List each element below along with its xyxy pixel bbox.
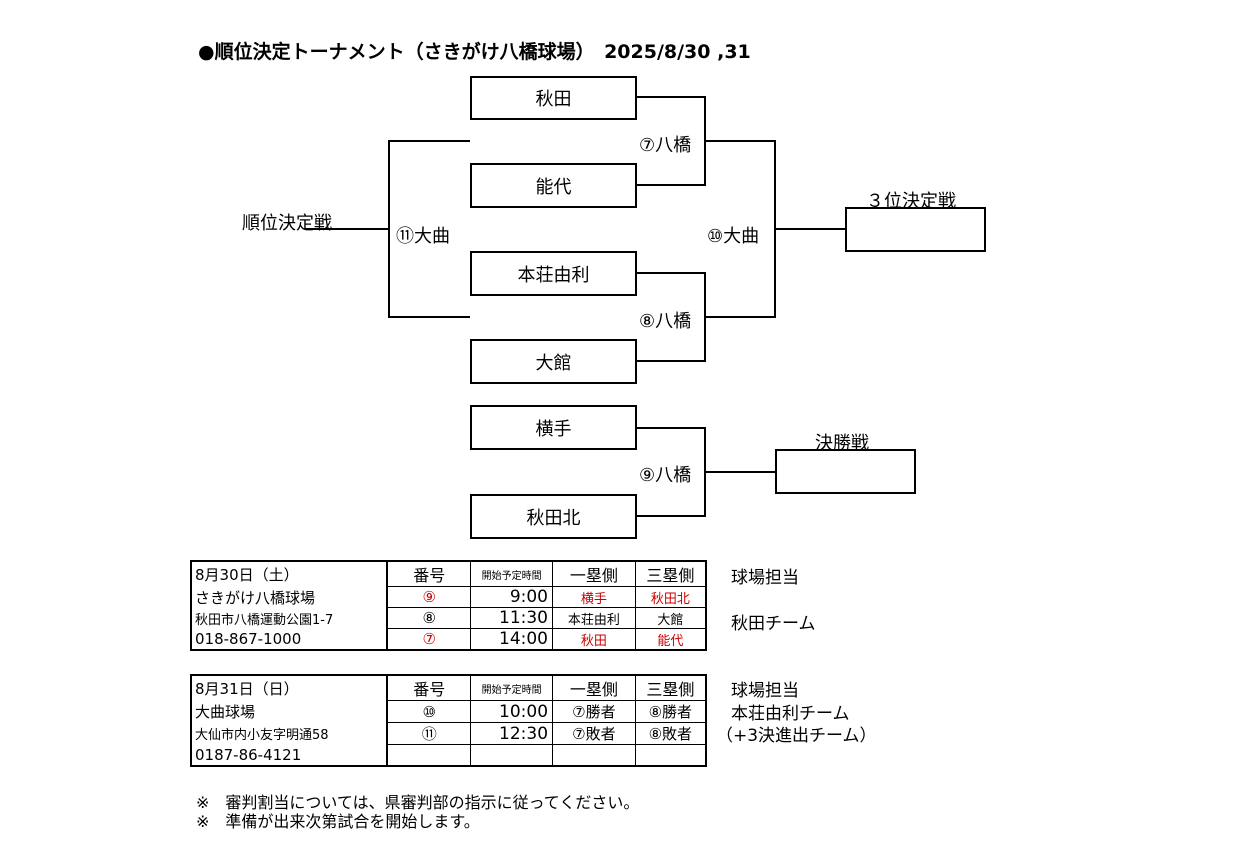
empty-cell: [386, 744, 472, 766]
final-label: 決勝戦: [815, 433, 869, 454]
page-title: ●順位決定トーナメント（さきがけ八橋球場） 2025/8/30 ,31: [198, 41, 751, 63]
game-number: ⑩: [386, 700, 472, 723]
third-base-team: ⑧勝者: [634, 700, 707, 723]
team-box: 大館: [470, 339, 637, 384]
stadium-address: 大仙市内小友字明通58: [191, 722, 389, 745]
schedule-date: 8月31日（日）: [191, 675, 389, 701]
game-number: ⑧: [386, 607, 472, 629]
game-9-label: ⑨八橋: [639, 465, 692, 486]
schedule-table-day2: 8月31日（日） 番号 開始予定時間 一塁側 三塁側 大曲球場 ⑩ 10:00 …: [190, 674, 707, 767]
ranking-playoff-label: 順位決定戦: [242, 213, 332, 234]
header-third-base: 三塁側: [634, 674, 707, 701]
stadium-name: さきがけ八橋球場: [191, 586, 389, 608]
header-first-base: 一塁側: [552, 560, 636, 587]
third-place-label: ３位決定戦: [866, 191, 956, 212]
game-time: 9:00: [470, 586, 553, 608]
venue-duty-team: 秋田チーム: [731, 614, 816, 634]
team-box: 秋田北: [470, 494, 637, 539]
empty-cell: [552, 744, 636, 766]
first-base-team: 秋田: [552, 628, 636, 651]
third-base-team: 秋田北: [634, 586, 707, 608]
team-box: 秋田: [470, 76, 637, 120]
stadium-phone: 018-867-1000: [191, 628, 389, 650]
game-time: 12:30: [470, 722, 554, 745]
game-time: 11:30: [470, 607, 553, 629]
stadium-name: 大曲球場: [191, 700, 389, 723]
game-7-label: ⑦八橋: [639, 135, 692, 156]
first-base-team: ⑦敗者: [552, 722, 636, 745]
note-umpires: ※ 審判割当については、県審判部の指示に従ってください。: [196, 793, 640, 812]
header-time: 開始予定時間: [470, 560, 553, 587]
header-first-base: 一塁側: [552, 674, 636, 701]
first-base-team: ⑦勝者: [552, 700, 636, 723]
game-11-label: ⑪大曲: [396, 226, 450, 247]
team-box: 本荘由利: [470, 251, 637, 296]
empty-cell: [470, 744, 554, 766]
game-number: ⑦: [386, 628, 472, 651]
game-time: 10:00: [470, 700, 554, 723]
team-box: 横手: [470, 405, 637, 450]
venue-duty-note: （+3決進出チーム）: [716, 726, 877, 746]
final-result-box: [775, 449, 916, 494]
stadium-phone: 0187-86-4121: [191, 744, 389, 766]
header-time: 開始予定時間: [470, 674, 554, 701]
venue-duty-label: 球場担当: [731, 681, 799, 701]
third-base-team: 能代: [634, 628, 707, 651]
empty-cell: [634, 744, 707, 766]
third-base-team: ⑧敗者: [634, 722, 707, 745]
third-base-team: 大館: [634, 607, 707, 629]
header-third-base: 三塁側: [634, 560, 707, 587]
schedule-date: 8月30日（土）: [191, 561, 389, 587]
venue-duty-label: 球場担当: [731, 568, 799, 588]
schedule-table-day1: 8月30日（土） 番号 開始予定時間 一塁側 三塁側 さきがけ八橋球場 ⑨ 9:…: [190, 560, 707, 651]
game-number: ⑨: [386, 586, 472, 608]
game-10-label: ⑩大曲: [707, 226, 760, 247]
third-place-result-box: [845, 207, 986, 252]
header-number: 番号: [386, 560, 472, 587]
note-start: ※ 準備が出来次第試合を開始します。: [196, 812, 480, 831]
first-base-team: 本荘由利: [552, 607, 636, 629]
game-8-label: ⑧八橋: [639, 311, 692, 332]
stadium-address: 秋田市八橋運動公園1-7: [191, 607, 389, 629]
first-base-team: 横手: [552, 586, 636, 608]
game-time: 14:00: [470, 628, 553, 651]
header-number: 番号: [386, 674, 472, 701]
game-number: ⑪: [386, 722, 472, 745]
venue-duty-team: 本荘由利チーム: [731, 704, 850, 724]
team-box: 能代: [470, 163, 637, 208]
